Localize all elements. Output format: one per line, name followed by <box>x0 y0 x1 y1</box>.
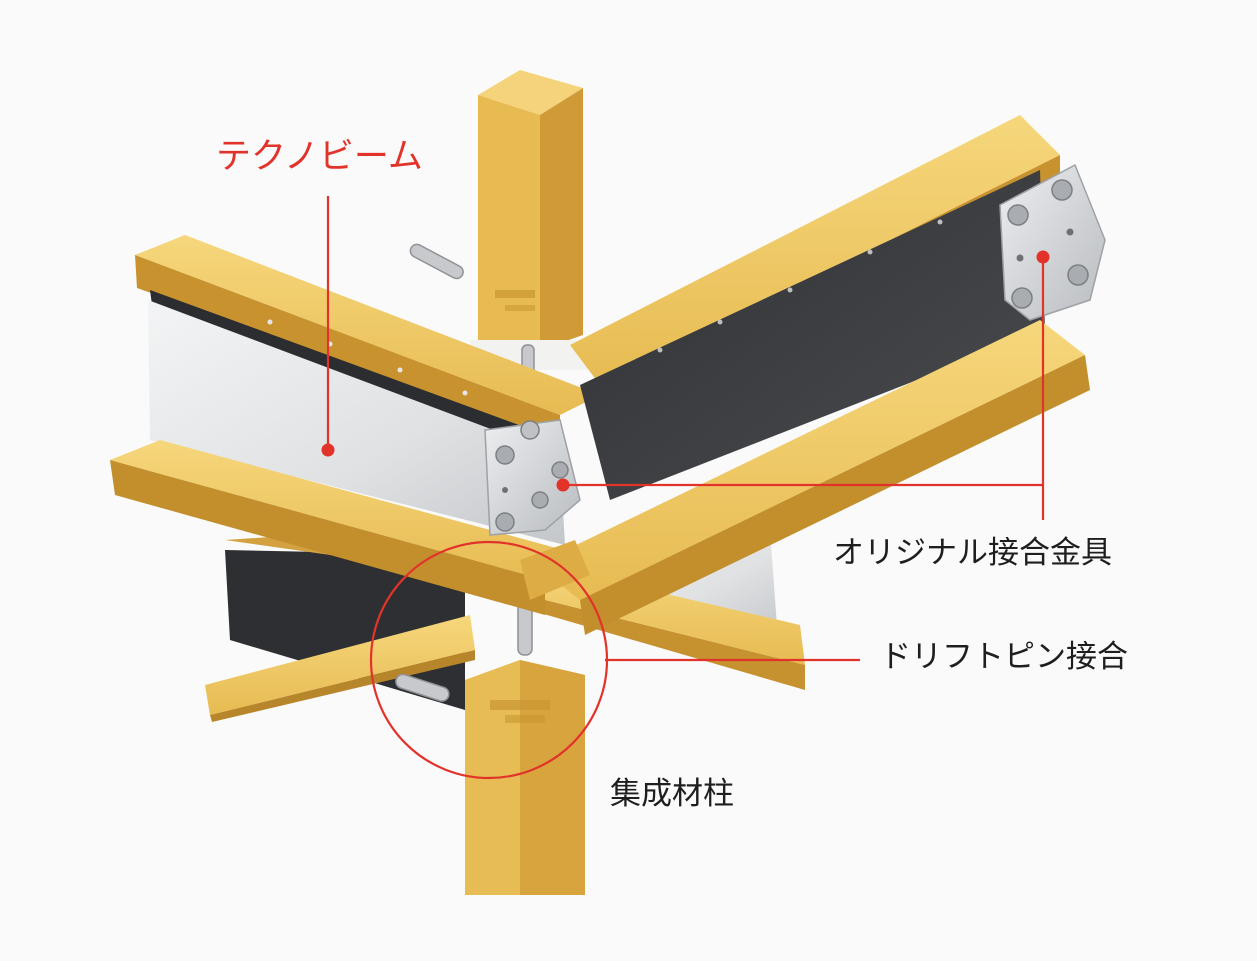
label-drift-pin-joint: ドリフトピン接合 <box>880 639 1128 675</box>
dot-metal-right <box>1036 250 1050 264</box>
callout-dots <box>321 250 1050 492</box>
upper-column <box>470 70 590 370</box>
center-metal-plate <box>484 419 581 536</box>
right-techno-beam <box>535 115 1090 635</box>
label-glulam-column: 集成材柱 <box>610 776 734 812</box>
left-techno-beam <box>110 235 600 615</box>
callout-lines <box>326 196 1045 780</box>
lower-column <box>465 660 585 895</box>
label-techno-beam: テクノビーム <box>216 137 423 177</box>
label-original-metal-fitting: オリジナル接合金具 <box>833 535 1112 571</box>
center-wood-block <box>520 540 590 600</box>
drift-pin-callout-circle <box>369 540 609 780</box>
drift-pin-lower <box>395 599 533 702</box>
dot-metal-center <box>556 478 570 492</box>
dot-techno-beam <box>321 443 335 457</box>
right-metal-plate <box>999 163 1106 321</box>
